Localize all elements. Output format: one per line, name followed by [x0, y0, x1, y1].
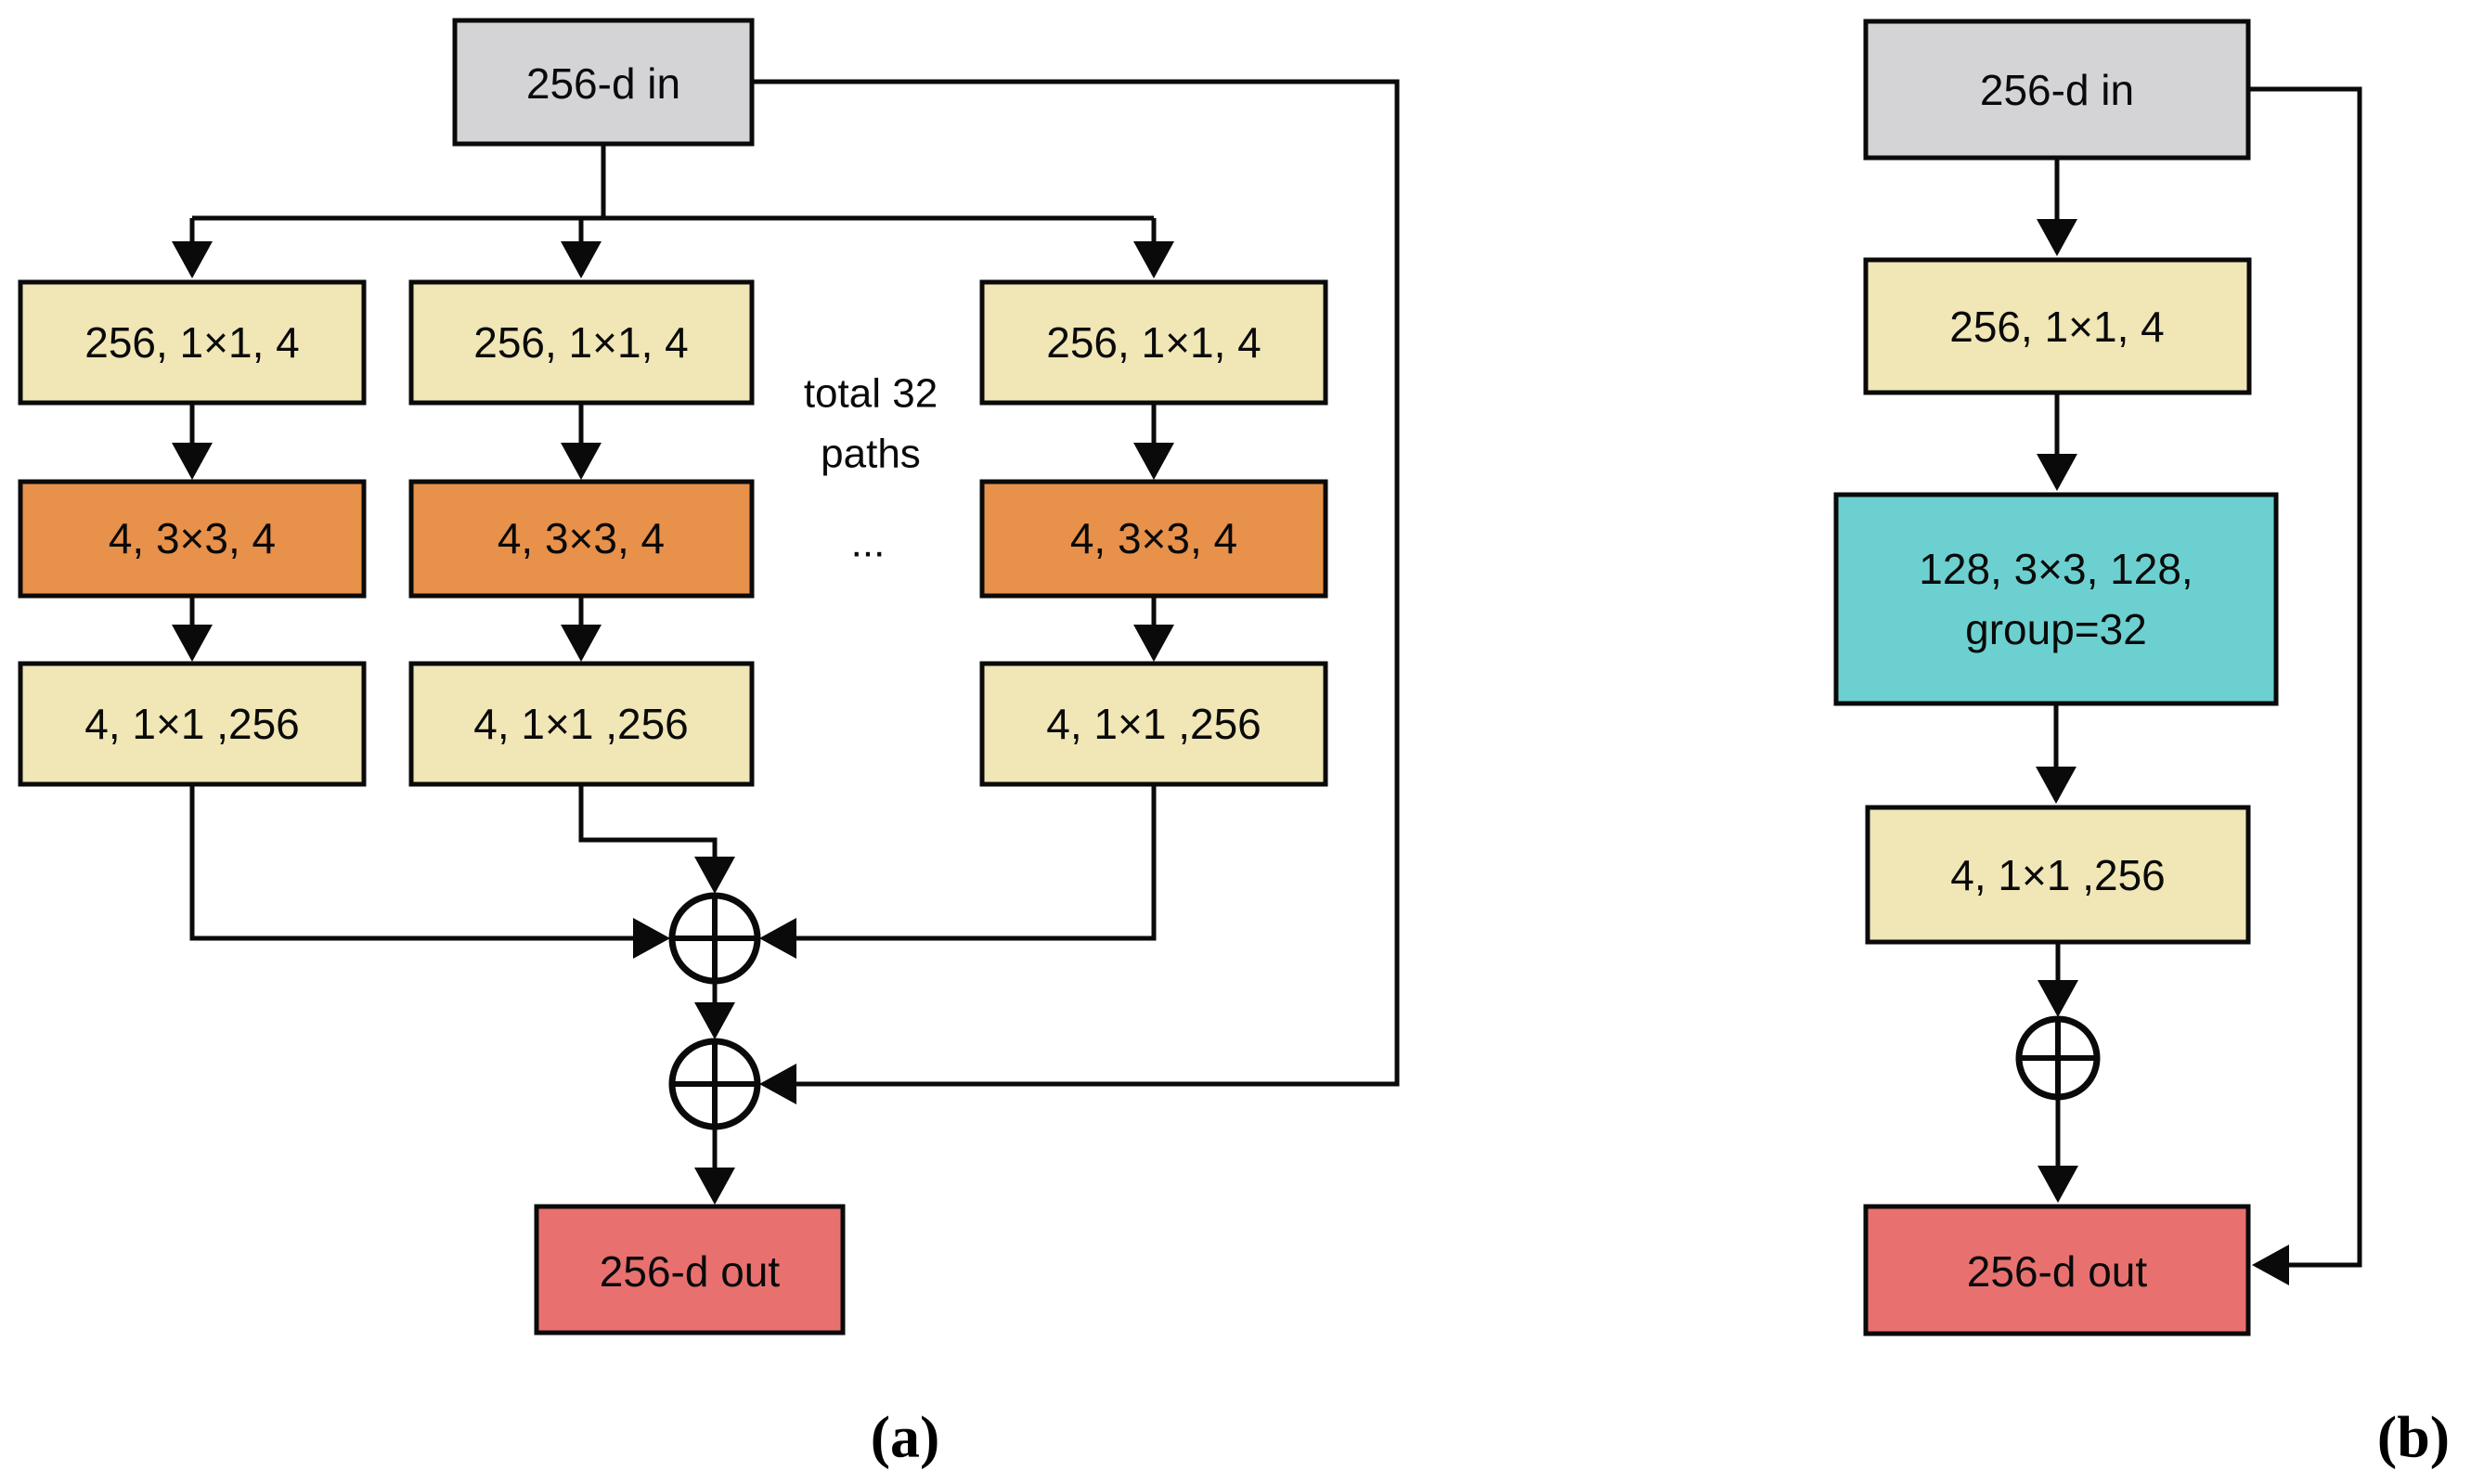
conv-box-a-col1-top-label: 256, 1×1, 4	[84, 318, 299, 367]
group-conv-box-b-label-line1: 128, 3×3, 128,	[1919, 545, 2193, 593]
panel-b-caption: (b)	[2377, 1404, 2450, 1470]
conv-box-a-col2-mid	[408, 479, 755, 599]
input-box-a	[452, 18, 755, 147]
merge-path-col3	[759, 784, 1157, 959]
panel-a: 256-d in 256, 1×1, 4 4, 3×3, 4 4, 1×1 ,2…	[18, 18, 1400, 1470]
conv-box-a-col2-top	[408, 279, 755, 406]
conv3-box-b-label: 4, 1×1 ,256	[1950, 851, 2165, 899]
input-box-a-label: 256-d in	[526, 59, 680, 108]
paths-note-line1: total 32	[804, 371, 938, 417]
shortcut-a	[752, 79, 1400, 1104]
conv-box-a-col3-top-label: 256, 1×1, 4	[1046, 318, 1261, 367]
panel-a-caption: (a)	[871, 1404, 940, 1470]
conv-box-a-col3-bottom	[979, 661, 1328, 787]
paths-note-line2: paths	[821, 432, 921, 477]
merge-path-col2	[578, 784, 735, 894]
panel-b: 256-d in 256, 1×1, 4 128, 3×3, 128, grou…	[1833, 19, 2450, 1470]
shortcut-b	[2248, 86, 2362, 1285]
conv-box-a-col2-bottom	[408, 661, 755, 787]
sum-circle-a2-cross	[672, 1041, 757, 1127]
conv-box-a-col2-bottom-label: 4, 1×1 ,256	[473, 700, 688, 748]
conv1-box-b-label: 256, 1×1, 4	[1949, 303, 2164, 351]
input-box-b-label: 256-d in	[1980, 66, 2134, 114]
conv-box-a-col3-mid-label: 4, 3×3, 4	[1070, 514, 1237, 562]
conv-box-a-col1-mid	[18, 479, 367, 599]
group-conv-box-b	[1833, 492, 2279, 706]
input-box-b	[1863, 19, 2251, 161]
conv-box-a-col1-bottom-label: 4, 1×1 ,256	[84, 700, 299, 748]
conv-box-a-col1-mid-label: 4, 3×3, 4	[109, 514, 276, 562]
conv-box-a-col3-mid	[979, 479, 1328, 599]
conv-box-a-col3-bottom-label: 4, 1×1 ,256	[1046, 700, 1261, 748]
output-box-a-label: 256-d out	[600, 1247, 781, 1296]
conv-box-a-col2-mid-label: 4, 3×3, 4	[498, 514, 665, 562]
conv-box-a-col3-top	[979, 279, 1328, 406]
output-box-b-label: 256-d out	[1967, 1247, 2148, 1296]
conv1-box-b	[1863, 257, 2252, 395]
sum-circle-a1-cross	[672, 896, 757, 981]
paths-ellipsis: ...	[851, 521, 886, 566]
merge-path-col1	[189, 784, 670, 959]
conv-box-a-col2-top-label: 256, 1×1, 4	[473, 318, 688, 367]
sum-circle-b-cross	[2019, 1019, 2097, 1097]
group-conv-box-b-label-line2: group=32	[1965, 605, 2147, 653]
output-box-b	[1863, 1204, 2251, 1336]
output-box-a	[534, 1204, 846, 1336]
